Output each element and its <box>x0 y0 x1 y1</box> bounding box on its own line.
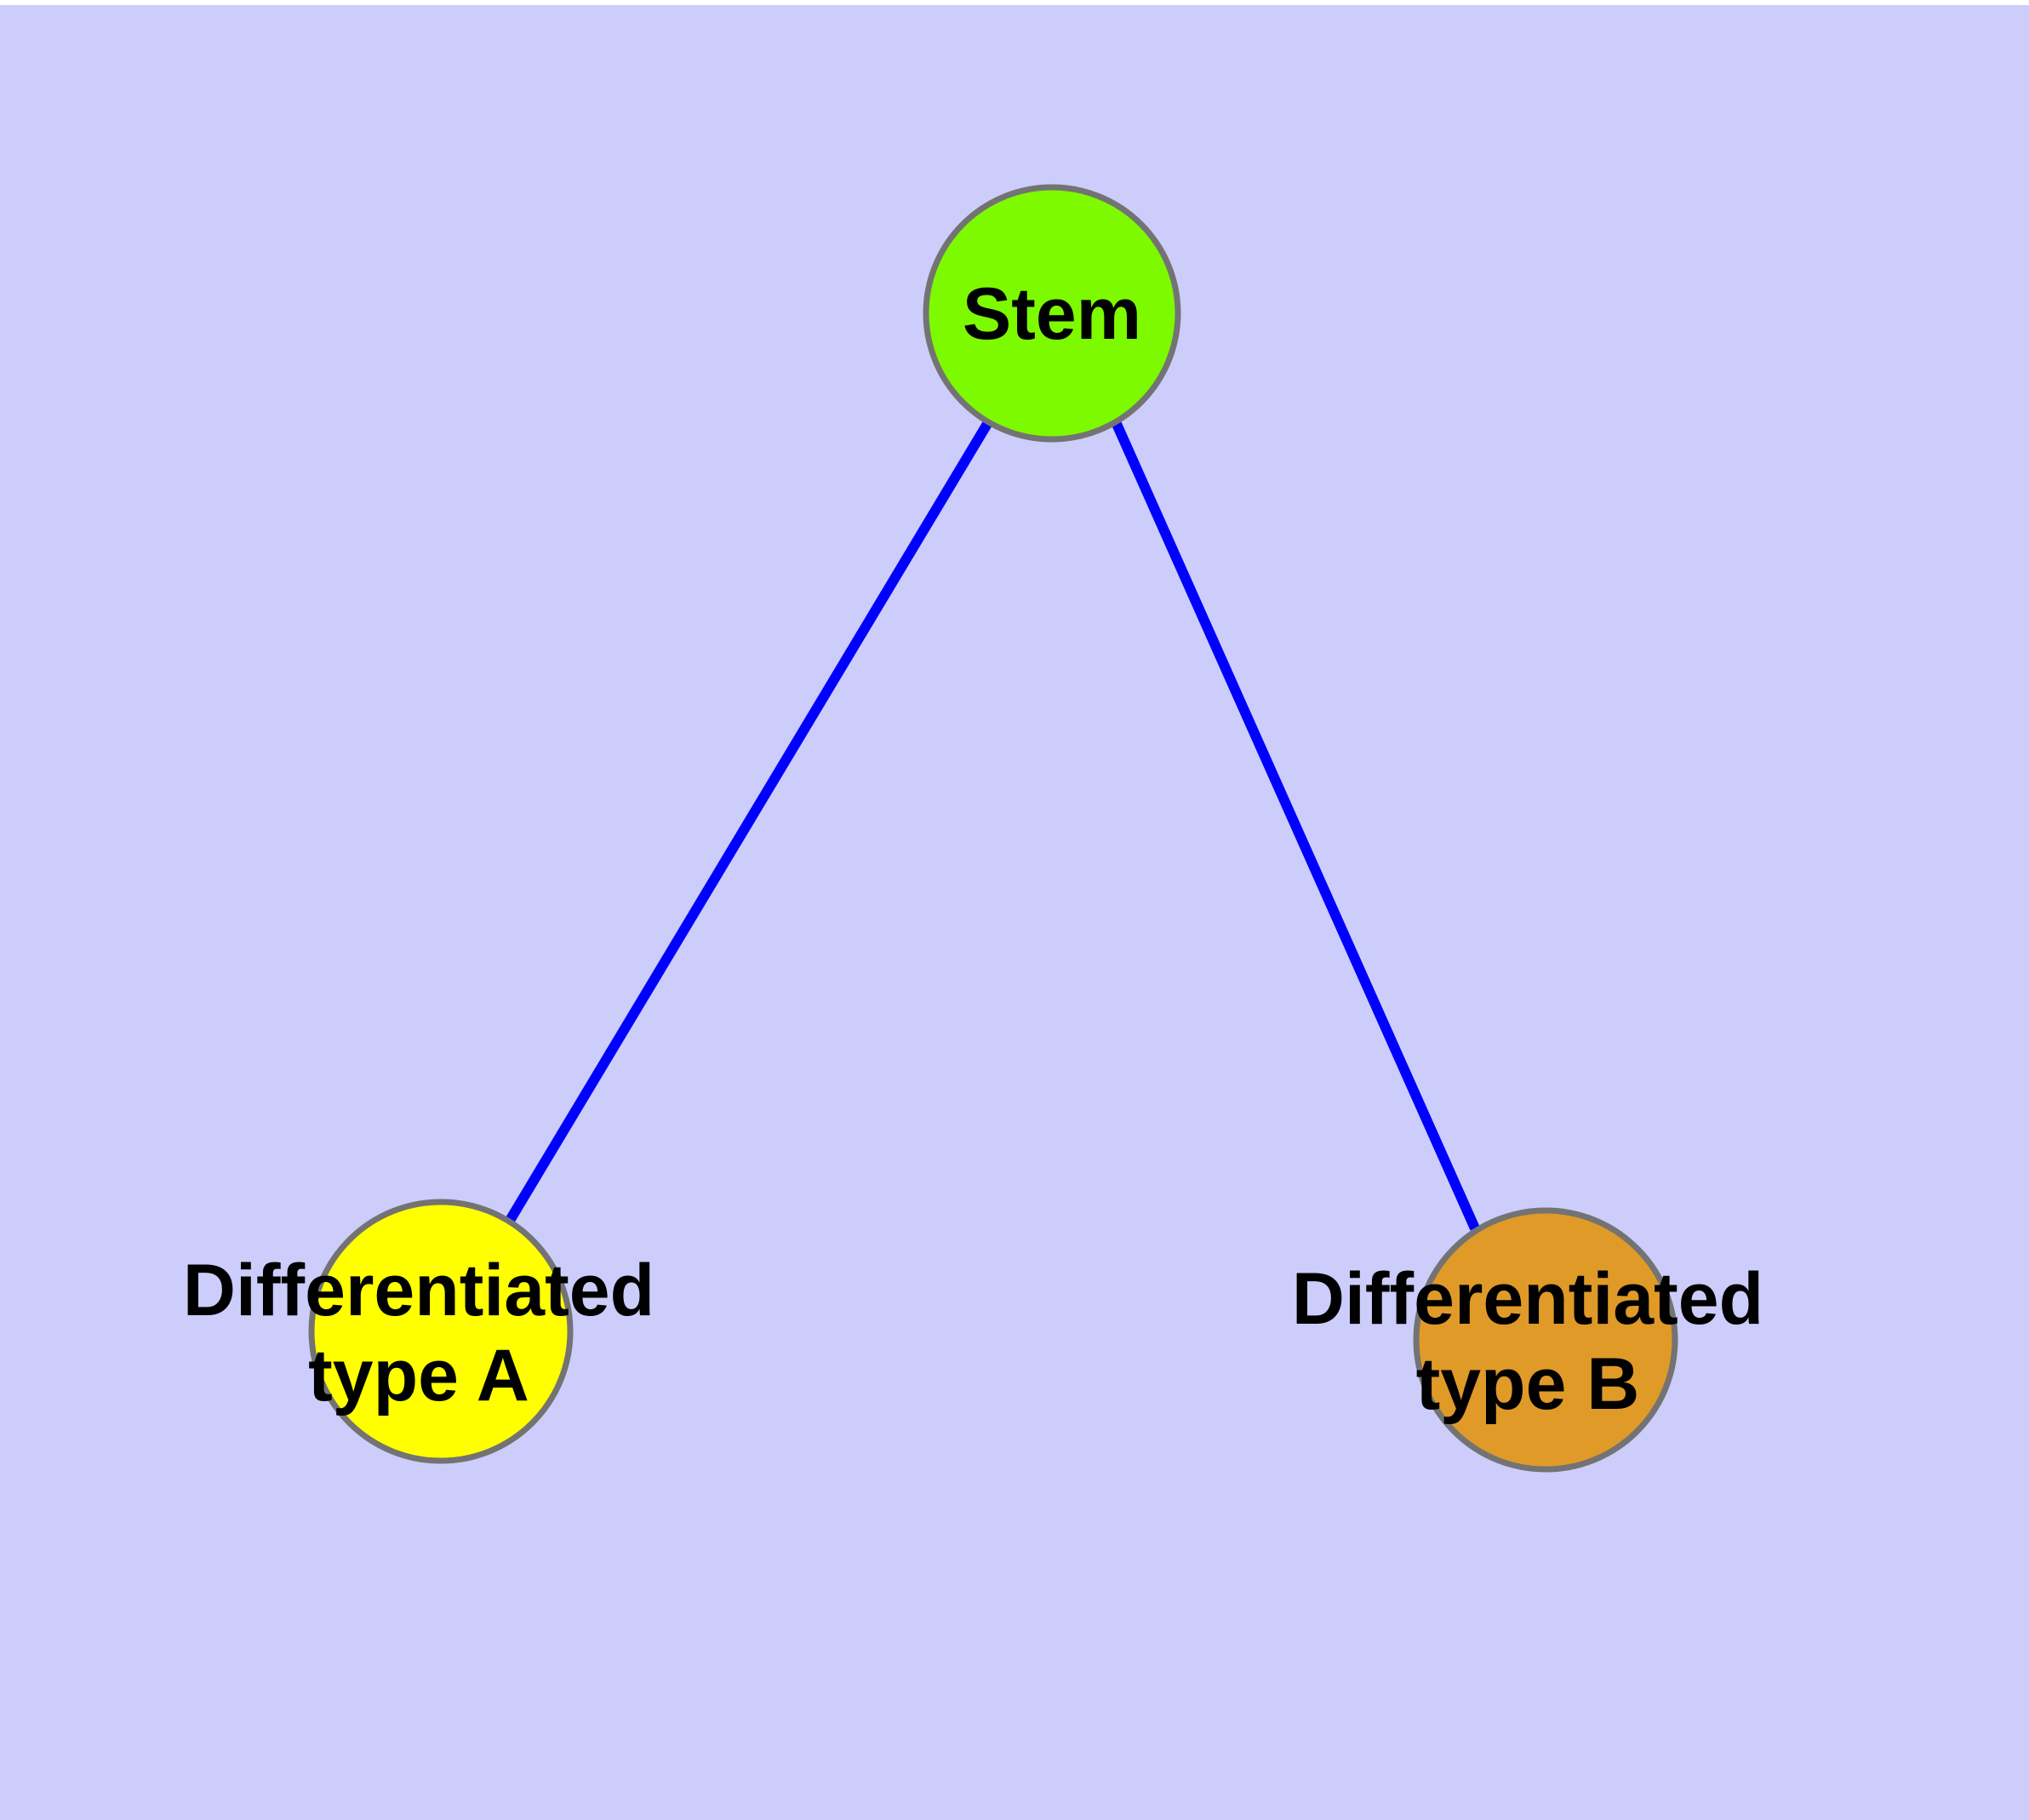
node-layer: Stem Differentiated type A Differentiate… <box>183 184 1763 1473</box>
node-diff-b-label-line-2: type B <box>1416 1343 1640 1425</box>
node-diff-b-label: Differentiated type B <box>1292 1258 1763 1425</box>
edge-layer <box>506 421 1480 1231</box>
edge-stem-to-diff-a[interactable] <box>506 421 992 1222</box>
node-stem-circle[interactable] <box>923 184 1181 443</box>
node-diff-a[interactable] <box>308 1199 574 1464</box>
node-diff-a-label-line-2: type A <box>308 1335 529 1417</box>
node-diff-a-label-line-1: Differentiated <box>183 1250 654 1331</box>
node-diff-b-circle[interactable] <box>1413 1207 1678 1473</box>
node-stem-label-line-1: Stem <box>963 273 1141 355</box>
node-diff-a-label: Differentiated type A <box>183 1250 654 1417</box>
node-stem[interactable]: Stem <box>923 184 1181 443</box>
node-diff-b[interactable] <box>1413 1207 1678 1473</box>
node-diff-b-label-line-1: Differentiated <box>1292 1258 1763 1340</box>
edge-stem-to-diff-b[interactable] <box>1112 421 1480 1231</box>
node-diff-a-circle[interactable] <box>308 1199 574 1464</box>
